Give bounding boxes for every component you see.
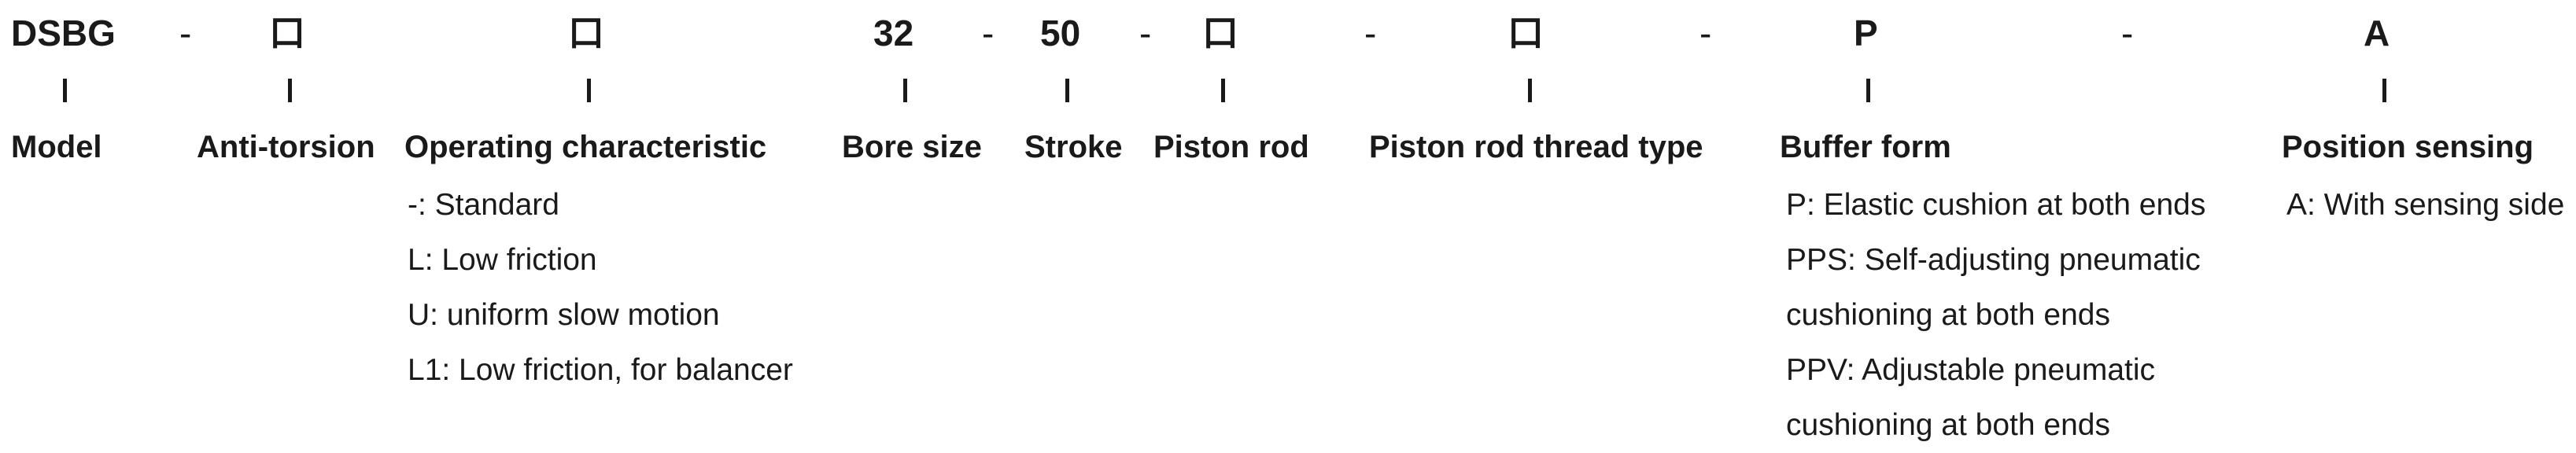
option-item: L: Low friction — [408, 243, 597, 277]
code-piston-rod: 口 — [1202, 13, 1238, 53]
tick-stroke — [1065, 79, 1069, 102]
option-item: PPV: Adjustable pneumatic cushioning at … — [1786, 353, 2156, 442]
option-item: P: Elastic cushion at both ends — [1786, 188, 2206, 222]
label-position-sensing: Position sensing — [2282, 130, 2534, 164]
code-anti-torsion: 口 — [269, 13, 305, 53]
tick-buffer-form — [1866, 79, 1870, 102]
code-position-sensing: A — [2364, 13, 2390, 53]
code-stroke: 50 — [1040, 13, 1081, 53]
code-piston-rod-thread-type: 口 — [1508, 13, 1544, 53]
code-separator: - — [982, 13, 995, 53]
tick-operating-characteristic — [587, 79, 591, 102]
options-buffer-form: P: Elastic cushion at both ends PPS: Sel… — [1786, 178, 2235, 453]
code-buffer-form: P — [1854, 13, 1878, 53]
label-piston-rod: Piston rod — [1153, 130, 1309, 164]
options-position-sensing: A: With sensing side — [2286, 178, 2564, 233]
option-item: -: Standard — [408, 188, 559, 222]
label-operating-characteristic: Operating characteristic — [404, 130, 767, 164]
code-separator: - — [1364, 13, 1377, 53]
tick-piston-rod — [1221, 79, 1225, 102]
option-item: U: uniform slow motion — [408, 298, 720, 332]
code-model: DSBG — [11, 13, 116, 53]
label-bore-size: Bore size — [842, 130, 982, 164]
tick-model — [63, 79, 67, 102]
label-buffer-form: Buffer form — [1780, 130, 1951, 164]
options-operating-characteristic: -: Standard L: Low friction U: uniform s… — [408, 178, 793, 398]
label-anti-torsion: Anti-torsion — [197, 130, 375, 164]
code-separator: - — [2121, 13, 2134, 53]
tick-piston-rod-thread-type — [1528, 79, 1532, 102]
option-item: A: With sensing side — [2286, 188, 2565, 222]
option-item: L1: Low friction, for balancer — [408, 353, 793, 387]
tick-bore-size — [903, 79, 907, 102]
code-separator: - — [179, 13, 192, 53]
code-bore-size: 32 — [873, 13, 914, 53]
label-piston-rod-thread-type: Piston rod thread type — [1369, 130, 1703, 164]
tick-anti-torsion — [288, 79, 292, 102]
code-separator: - — [1699, 13, 1712, 53]
code-operating-characteristic: 口 — [568, 13, 604, 53]
label-model: Model — [11, 130, 102, 164]
option-item: PPS: Self-adjusting pneumatic cushioning… — [1786, 243, 2201, 332]
label-stroke: Stroke — [1024, 130, 1123, 164]
tick-position-sensing — [2382, 79, 2386, 102]
code-separator: - — [1139, 13, 1152, 53]
